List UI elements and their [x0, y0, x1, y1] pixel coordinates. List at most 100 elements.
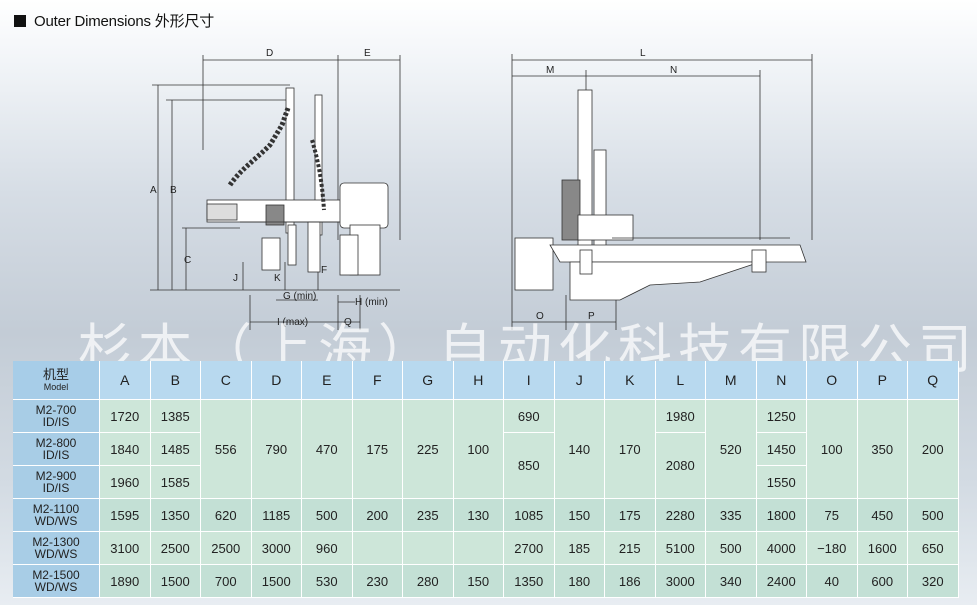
cell-b: 1350 [150, 499, 201, 532]
column-header-o: O [807, 361, 858, 400]
model-column-header: 机型 Model [13, 361, 100, 400]
side-view-drawing [511, 54, 813, 330]
cell-p: 450 [857, 499, 908, 532]
cell-h: 150 [453, 565, 504, 598]
cell-q: 200 [908, 400, 959, 499]
column-header-h: H [453, 361, 504, 400]
cell-l: 2280 [655, 499, 706, 532]
cell-c: 556 [201, 400, 252, 499]
cell-m: 340 [706, 565, 757, 598]
dim-label-e: E [364, 48, 371, 59]
column-header-b: B [150, 361, 201, 400]
column-header-d: D [251, 361, 302, 400]
cell-k: 170 [605, 400, 656, 499]
column-header-l: L [655, 361, 706, 400]
cell-d: 1500 [251, 565, 302, 598]
cell-f: 175 [352, 400, 403, 499]
cell-e: 530 [302, 565, 353, 598]
cell-q: 650 [908, 532, 959, 565]
cell-a: 1595 [100, 499, 151, 532]
table-header-row: 机型 Model A B C D E F G H I J K L M N O P… [13, 361, 959, 400]
cell-j: 150 [554, 499, 605, 532]
cell-l: 1980 [655, 400, 706, 433]
front-view-drawing [150, 55, 401, 330]
dim-label-j: J [233, 273, 238, 284]
cell-q: 320 [908, 565, 959, 598]
cell-j: 140 [554, 400, 605, 499]
column-header-q: Q [908, 361, 959, 400]
dim-label-a: A [150, 185, 157, 196]
cell-f: 200 [352, 499, 403, 532]
cell-g: 225 [403, 400, 454, 499]
cell-k: 175 [605, 499, 656, 532]
cell-o: 75 [807, 499, 858, 532]
dim-label-d: D [266, 48, 273, 59]
column-header-n: N [756, 361, 807, 400]
section-header: Outer Dimensions 外形尺寸 [14, 10, 214, 31]
dim-label-c: C [184, 255, 191, 266]
cell-n: 1550 [756, 466, 807, 499]
cell-c: 700 [201, 565, 252, 598]
cell-i: 2700 [504, 532, 555, 565]
cell-j: 180 [554, 565, 605, 598]
column-header-k: K [605, 361, 656, 400]
cell-l: 3000 [655, 565, 706, 598]
bullet-square-icon [14, 14, 26, 27]
cell-q: 500 [908, 499, 959, 532]
cell-k: 215 [605, 532, 656, 565]
column-header-j: J [554, 361, 605, 400]
cell-n: 1250 [756, 400, 807, 433]
dim-label-o: O [536, 311, 544, 322]
spec-table: 机型 Model A B C D E F G H I J K L M N O P… [13, 361, 959, 598]
cell-l: 2080 [655, 433, 706, 499]
column-header-c: C [201, 361, 252, 400]
dim-label-f: F [321, 265, 327, 276]
cell-j: 185 [554, 532, 605, 565]
column-header-a: A [100, 361, 151, 400]
cell-k: 186 [605, 565, 656, 598]
cell-a: 1890 [100, 565, 151, 598]
cell-a: 1960 [100, 466, 151, 499]
cell-d: 1185 [251, 499, 302, 532]
cell-c: 2500 [201, 532, 252, 565]
cell-e: 500 [302, 499, 353, 532]
section-title: Outer Dimensions 外形尺寸 [34, 13, 215, 30]
cell-b: 1585 [150, 466, 201, 499]
column-header-i: I [504, 361, 555, 400]
cell-e: 470 [302, 400, 353, 499]
cell-d: 3000 [251, 532, 302, 565]
cell-f [352, 532, 403, 565]
cell-b: 1385 [150, 400, 201, 433]
cell-n: 1800 [756, 499, 807, 532]
cell-a: 1840 [100, 433, 151, 466]
cell-g: 235 [403, 499, 454, 532]
cell-n: 4000 [756, 532, 807, 565]
cell-i: 1350 [504, 565, 555, 598]
cell-b: 1485 [150, 433, 201, 466]
cell-o: 40 [807, 565, 858, 598]
cell-n: 2400 [756, 565, 807, 598]
cell-b: 1500 [150, 565, 201, 598]
column-header-p: P [857, 361, 908, 400]
cell-m: 335 [706, 499, 757, 532]
cell-i: 690 [504, 400, 555, 433]
cell-n: 1450 [756, 433, 807, 466]
dim-label-b: B [170, 185, 177, 196]
dim-label-g: G (min) [283, 291, 316, 302]
cell-i: 850 [504, 433, 555, 499]
cell-p: 1600 [857, 532, 908, 565]
cell-g [403, 532, 454, 565]
cell-o: 100 [807, 400, 858, 499]
cell-m: 500 [706, 532, 757, 565]
cell-g: 280 [403, 565, 454, 598]
column-header-m: M [706, 361, 757, 400]
dim-label-p: P [588, 311, 595, 322]
dim-label-n: N [670, 65, 677, 76]
